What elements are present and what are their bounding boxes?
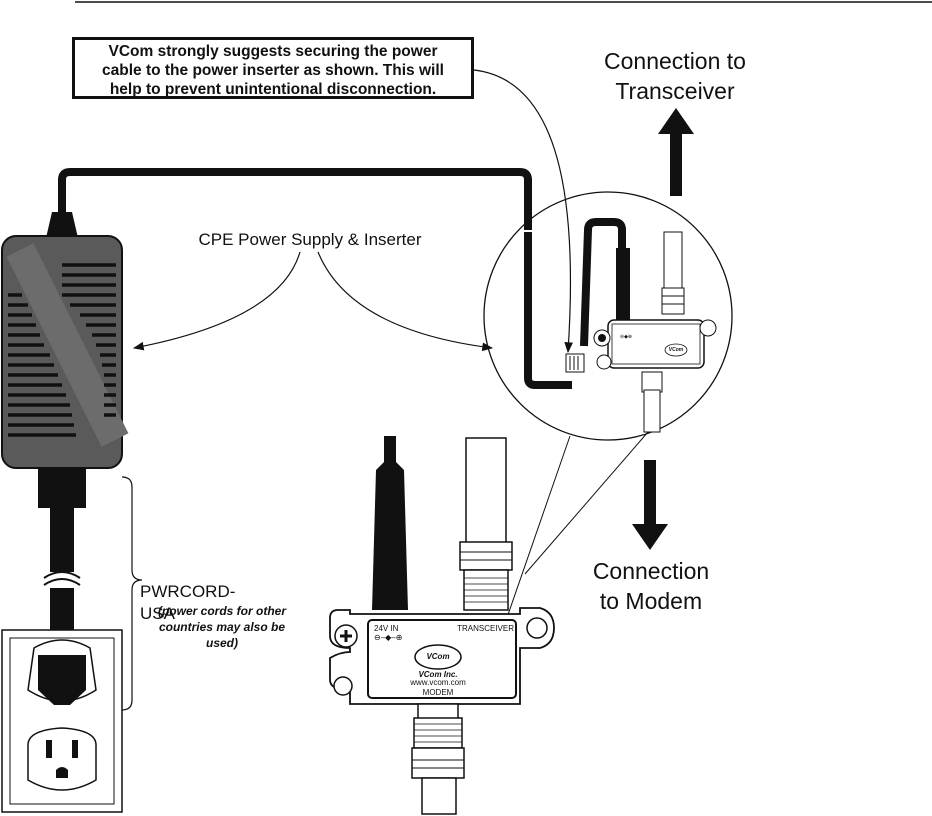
- port-power-label: 24V IN: [374, 624, 399, 633]
- arrow-down-modem: [632, 460, 668, 550]
- power-cable: [58, 168, 532, 230]
- port-modem-label: MODEM: [422, 688, 454, 697]
- zoom-inserter: [565, 218, 717, 433]
- device-logo: VCom: [426, 652, 450, 661]
- device-website: www.vcom.com: [410, 678, 466, 687]
- wall-outlet: [1, 629, 123, 813]
- device-company: VCom Inc.: [418, 670, 458, 679]
- port-power-symbol: ⊖–◆–⊕: [374, 633, 403, 642]
- modem-label: Connection to Modem: [592, 558, 710, 614]
- zoom-line-right: [524, 431, 649, 575]
- zoom-circle: [483, 191, 733, 441]
- zoom-device-logo: VCom: [668, 347, 684, 353]
- port-transceiver-label: TRANSCEIVER: [457, 624, 514, 633]
- ac-power-cord: [38, 468, 86, 650]
- securing-note: VCom strongly suggests securing the powe…: [72, 37, 474, 99]
- pwrcord-label: PWRCORD-USA: [140, 582, 236, 623]
- zoom-port-symbol: ⊖◆⊕: [619, 334, 633, 340]
- large-inserter: [329, 436, 555, 815]
- cpe-arrow-left: [132, 251, 301, 351]
- psu-plug-boot: [46, 212, 78, 238]
- cord-brace: [121, 476, 143, 711]
- transceiver-label: Connection to Transceiver: [604, 48, 746, 104]
- cpe-arrow-right: [317, 251, 494, 352]
- zoom-line-left: [501, 435, 571, 633]
- cpe-label: CPE Power Supply & Inserter: [198, 230, 422, 249]
- pwrcord-note: (power cords for other countries may als…: [157, 604, 286, 650]
- power-cable-zoom: [524, 232, 572, 389]
- note-pointer-line: [473, 69, 573, 354]
- power-supply-brick: [1, 235, 129, 469]
- arrow-up-transceiver: [658, 108, 694, 196]
